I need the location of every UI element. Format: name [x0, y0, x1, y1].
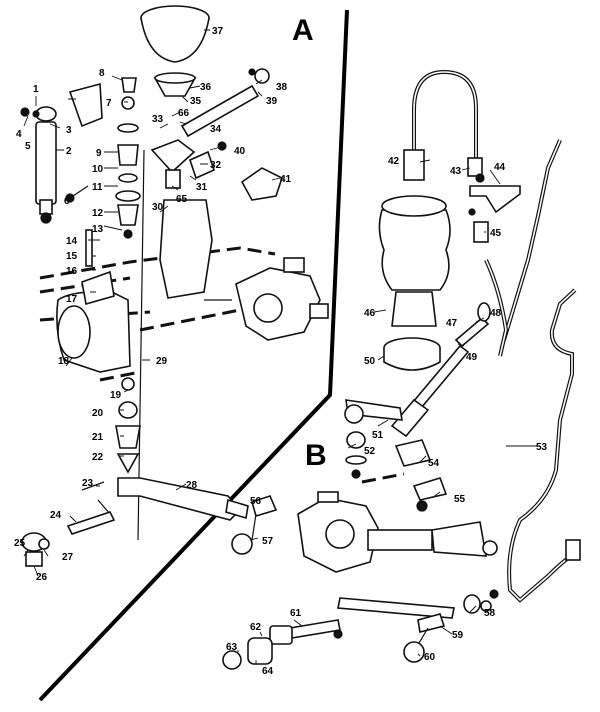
callout-28: 28	[186, 480, 198, 491]
callout-12: 12	[92, 208, 104, 219]
callout-57: 57	[262, 536, 274, 547]
callout-40: 40	[234, 146, 246, 157]
callout-8: 8	[99, 68, 105, 79]
callout-41: 41	[280, 174, 292, 185]
callout-56: 56	[250, 496, 262, 507]
section-label-a: A	[292, 14, 314, 47]
leader-lines	[23, 29, 540, 664]
callout-61: 61	[290, 608, 302, 619]
callout-62: 62	[250, 622, 262, 633]
callout-18: 18	[58, 356, 70, 367]
hose-bracket	[468, 173, 521, 243]
spring-stack-upper	[115, 96, 141, 239]
callout-27: 27	[62, 552, 74, 563]
steering-gear-a	[204, 257, 329, 341]
spring-stack-lower	[115, 377, 141, 474]
shock-absorber	[20, 106, 57, 224]
callout-51: 51	[372, 430, 384, 441]
callout-32: 32	[210, 160, 222, 171]
callout-45: 45	[490, 228, 502, 239]
callout-17: 17	[66, 294, 78, 305]
callout-49: 49	[466, 352, 478, 363]
section-divider	[38, 9, 349, 702]
bumper-cone	[121, 77, 137, 93]
callout-60: 60	[424, 652, 436, 663]
mount-block	[240, 167, 283, 201]
callout-23: 23	[82, 478, 94, 489]
callout-42: 42	[388, 156, 400, 167]
callout-43: 43	[450, 166, 462, 177]
bushing	[189, 150, 215, 180]
callout-46: 46	[364, 308, 376, 319]
callout-66: 66	[178, 108, 190, 119]
callout-35: 35	[190, 96, 202, 107]
callout-25: 25	[14, 538, 26, 549]
center-rod	[137, 149, 145, 541]
callout-14: 14	[66, 236, 78, 247]
idler-bracket	[21, 481, 116, 567]
dust-boot	[378, 195, 451, 327]
spring-seat-cup	[140, 5, 210, 97]
callout-64: 64	[262, 666, 274, 677]
callout-3: 3	[66, 125, 72, 136]
bracket	[68, 82, 103, 128]
callout-38: 38	[276, 82, 288, 93]
callout-55: 55	[454, 494, 466, 505]
callout-50: 50	[364, 356, 376, 367]
callout-5: 5	[25, 141, 31, 152]
callout-22: 22	[92, 452, 104, 463]
upper-arm-shaft	[180, 68, 270, 138]
center-link	[337, 597, 455, 663]
callout-21: 21	[92, 432, 104, 443]
piston-rod	[390, 302, 491, 438]
callout-65: 65	[176, 194, 188, 205]
callout-39: 39	[266, 96, 278, 107]
callout-24: 24	[50, 510, 62, 521]
callout-37: 37	[212, 26, 224, 37]
callout-59: 59	[452, 630, 464, 641]
callout-20: 20	[92, 408, 104, 419]
callout-44: 44	[494, 162, 506, 173]
callout-numbers: 1 2 3 4 5 6 7 8 9 10 11 12 13 14 15 16 1…	[14, 26, 548, 677]
callout-11: 11	[92, 182, 103, 193]
callout-9: 9	[96, 148, 102, 159]
drag-link	[117, 477, 278, 555]
callout-29: 29	[156, 356, 168, 367]
hose	[403, 69, 483, 181]
callout-54: 54	[428, 458, 440, 469]
lower-control-arm	[56, 229, 131, 373]
callout-4: 4	[16, 129, 22, 140]
steering-gear-b	[297, 491, 498, 573]
callout-48: 48	[490, 308, 502, 319]
callout-13: 13	[92, 224, 104, 235]
valve-assembly	[345, 431, 448, 512]
callout-31: 31	[196, 182, 208, 193]
callout-58: 58	[484, 608, 496, 619]
callout-47: 47	[446, 318, 458, 329]
callout-34: 34	[210, 124, 222, 135]
callout-2: 2	[66, 146, 72, 157]
callout-1: 1	[33, 84, 39, 95]
callout-16: 16	[66, 266, 78, 277]
brake-line	[484, 139, 581, 603]
inner-tie-rod	[222, 619, 343, 670]
callout-63: 63	[226, 642, 238, 653]
callout-30: 30	[152, 202, 164, 213]
callout-10: 10	[92, 164, 104, 175]
callout-15: 15	[66, 251, 78, 262]
callout-36: 36	[200, 82, 212, 93]
tie-rod-sleeve	[463, 589, 499, 614]
seal-ring	[383, 337, 441, 371]
callout-6: 6	[64, 196, 70, 207]
upper-control-arm	[150, 139, 213, 299]
callout-53: 53	[536, 442, 548, 453]
callout-26: 26	[36, 572, 48, 583]
section-label-b: B	[305, 439, 327, 472]
callout-19: 19	[110, 390, 122, 401]
callout-7: 7	[106, 98, 112, 109]
callout-52: 52	[364, 446, 376, 457]
callout-33: 33	[152, 114, 164, 125]
